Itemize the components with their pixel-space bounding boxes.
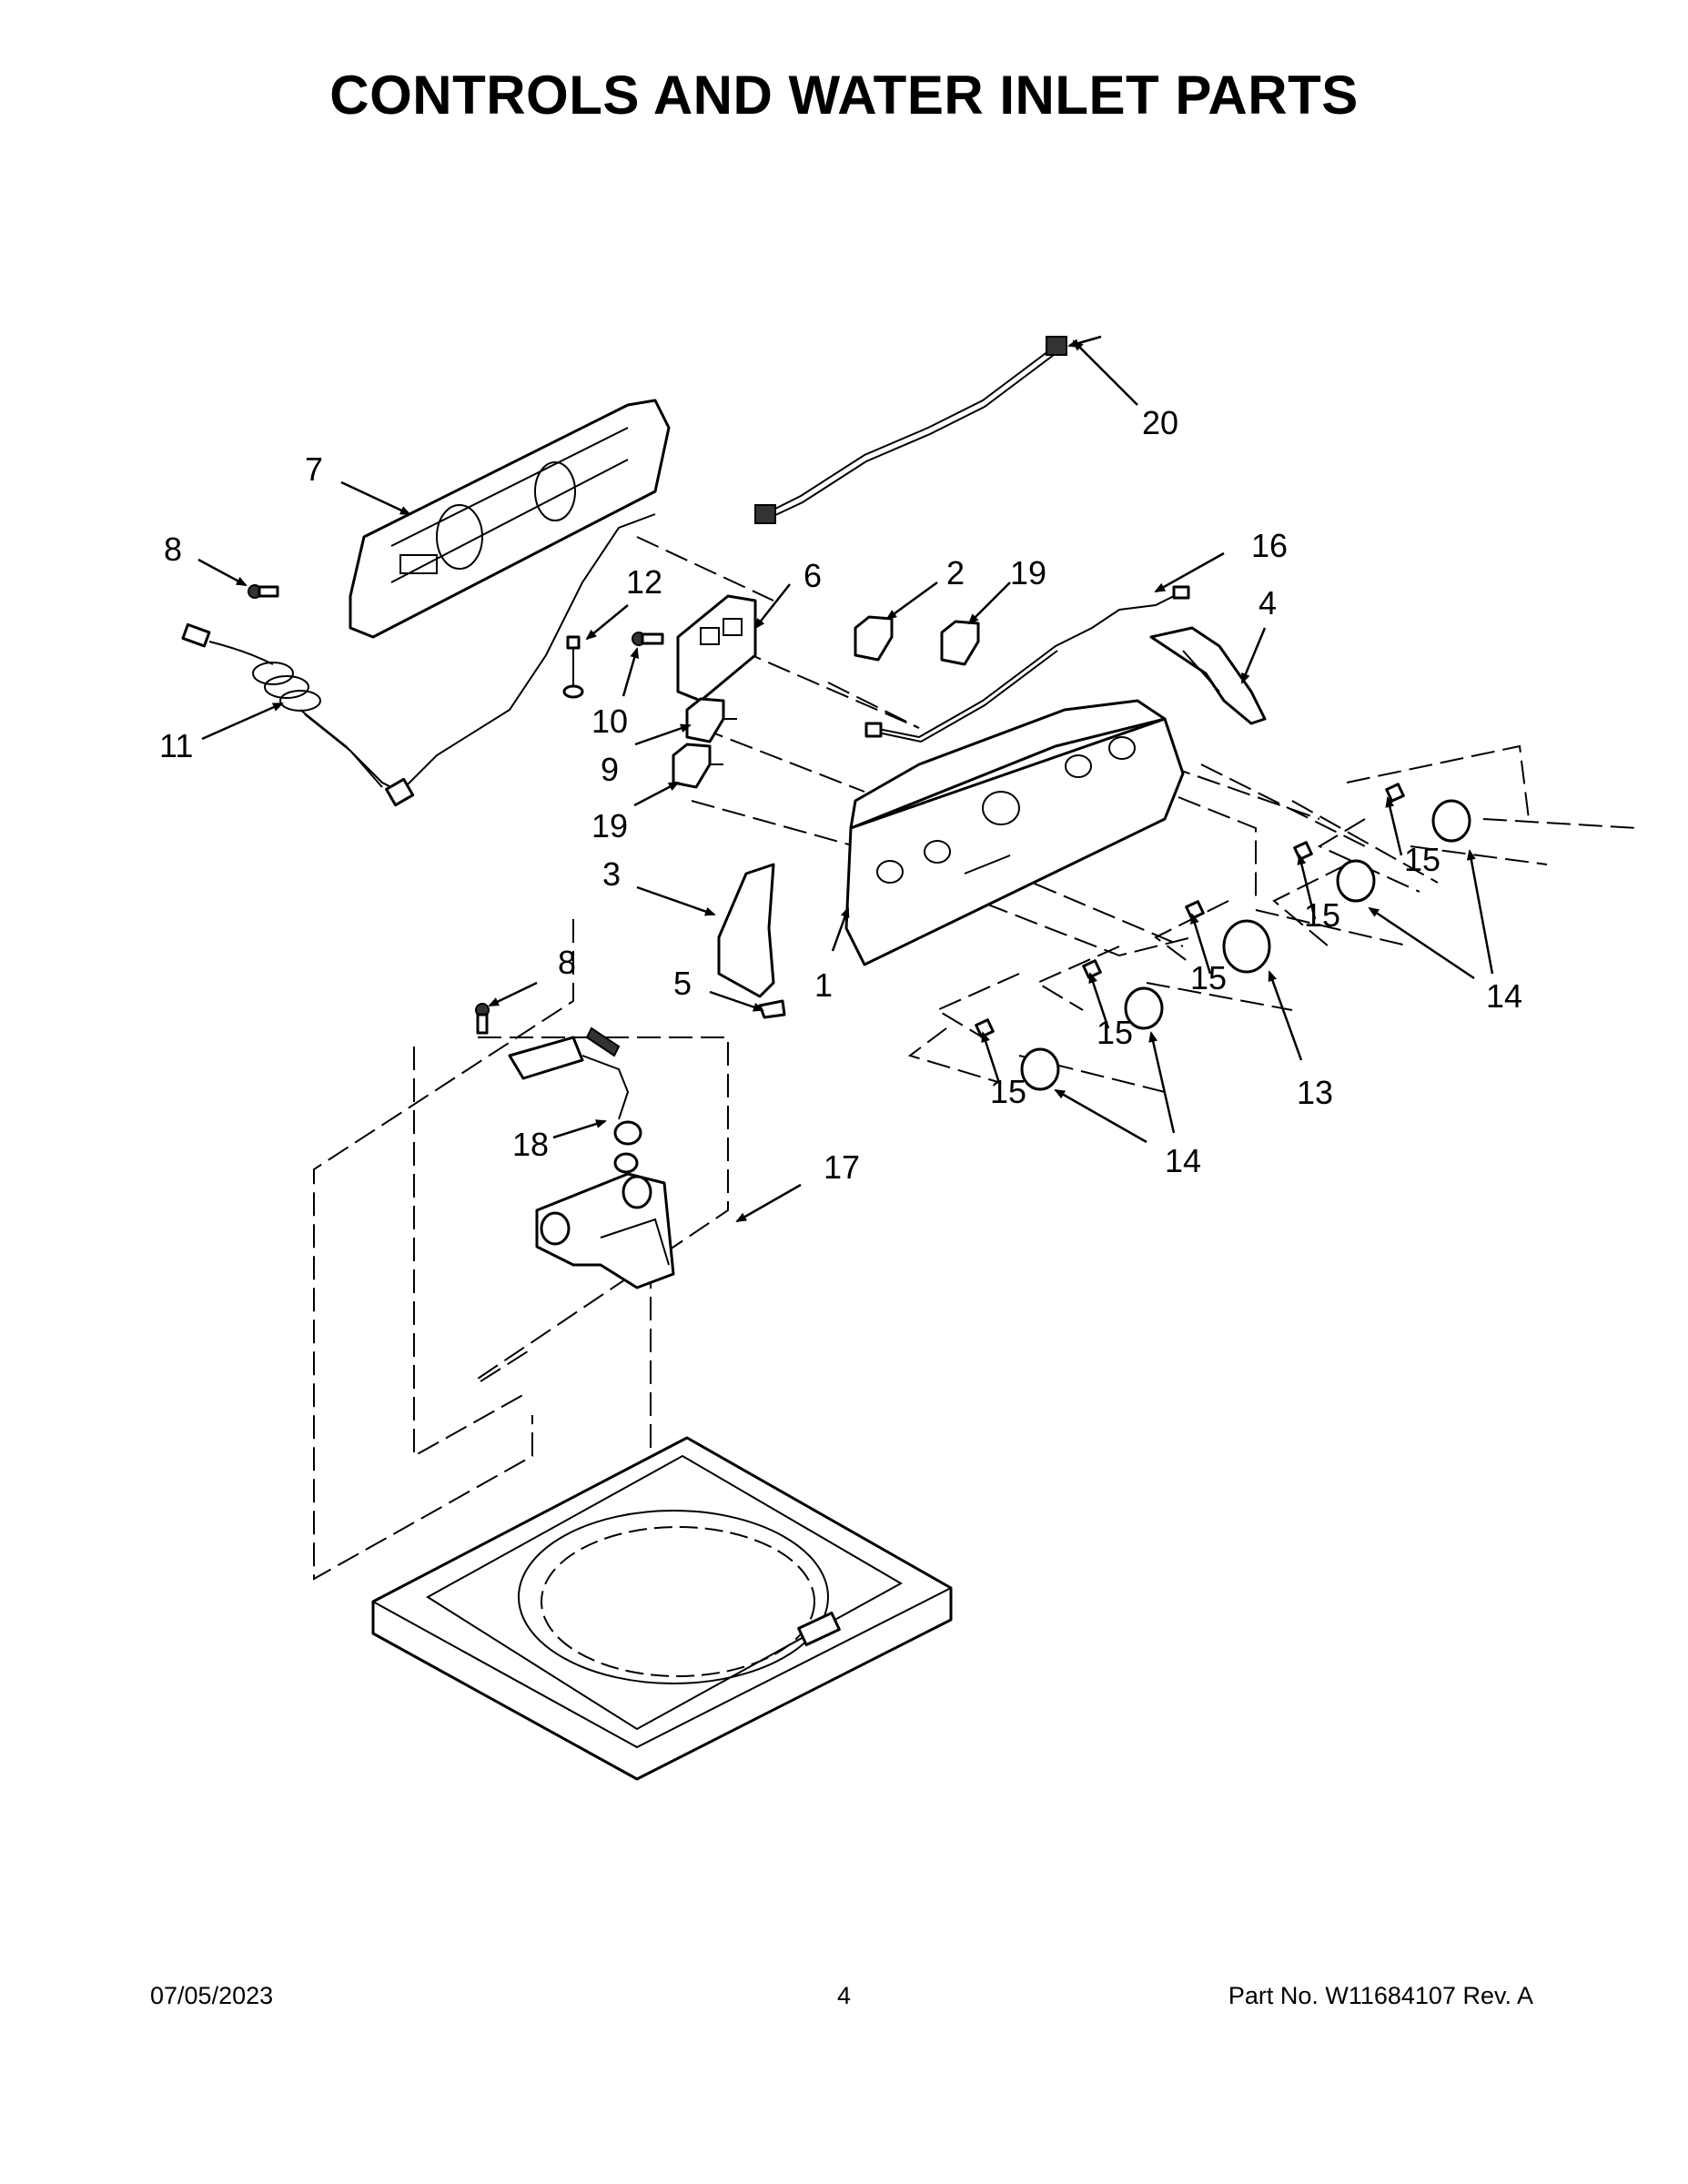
callout-11: 11: [159, 727, 193, 764]
callout-labels: 7 8 12 6 2 19 16 4 20 11 10 9 19 3 8 5 1…: [159, 404, 1522, 1186]
switch-19-top: [940, 620, 980, 666]
callout-1: 1: [814, 966, 833, 1004]
callout-14-lower: 14: [1165, 1142, 1201, 1179]
callout-20: 20: [1142, 404, 1178, 441]
power-cord: [181, 513, 656, 807]
callout-8-upper: 8: [164, 531, 182, 568]
screw-10: [632, 632, 664, 646]
callout-18: 18: [512, 1126, 549, 1163]
console-rear-panel: [349, 399, 671, 639]
callout-5: 5: [673, 965, 692, 1002]
callout-12: 12: [626, 563, 662, 601]
callout-19-left: 19: [591, 807, 628, 844]
page-title: CONTROLS AND WATER INLET PARTS: [329, 65, 1359, 126]
callout-13: 13: [1297, 1074, 1333, 1111]
console-panel: [844, 699, 1185, 966]
screw-lower: [475, 1003, 490, 1035]
callout-15-a: 15: [1404, 841, 1440, 878]
callout-16: 16: [1251, 527, 1288, 564]
assembly-guide-lines: [313, 536, 1639, 1581]
callout-15-e: 15: [990, 1073, 1026, 1110]
end-cap-right: [1149, 626, 1267, 725]
callout-6: 6: [804, 557, 822, 594]
footer-page-number: 4: [836, 1982, 852, 2009]
callout-17: 17: [824, 1148, 860, 1186]
switch-19-left: [672, 743, 723, 789]
callout-15-c: 15: [1190, 959, 1227, 996]
callout-15-d: 15: [1097, 1014, 1133, 1051]
electronic-control-board: [676, 594, 757, 703]
clip-5: [758, 999, 786, 1019]
end-cap-left: [717, 863, 775, 998]
switch-2: [854, 615, 894, 662]
screw-upper: [248, 584, 279, 599]
callout-2: 2: [946, 554, 965, 592]
callout-8-lower: 8: [558, 944, 576, 981]
cable-harness: [754, 336, 1067, 524]
cabinet-top: [371, 1436, 953, 1781]
callout-4: 4: [1258, 584, 1277, 622]
callout-3: 3: [602, 855, 621, 893]
water-inlet-valve: [535, 1172, 675, 1289]
callout-14-right: 14: [1486, 977, 1522, 1015]
inlet-hose-assembly: [508, 1026, 642, 1174]
footer-date: 07/05/2023: [150, 1982, 274, 2009]
callout-9: 9: [601, 751, 619, 788]
callout-19-top: 19: [1010, 554, 1046, 592]
knobs: [1020, 799, 1471, 1091]
switch-9: [685, 697, 737, 743]
callout-leaders: [197, 335, 1494, 1223]
footer-part-number: Part No. W11684107 Rev. A: [1228, 1982, 1533, 2009]
wire-harness: [864, 585, 1190, 743]
callout-10: 10: [591, 703, 628, 740]
callout-15-b: 15: [1304, 896, 1340, 934]
ground-screw: [562, 635, 584, 699]
callout-7: 7: [305, 450, 323, 488]
